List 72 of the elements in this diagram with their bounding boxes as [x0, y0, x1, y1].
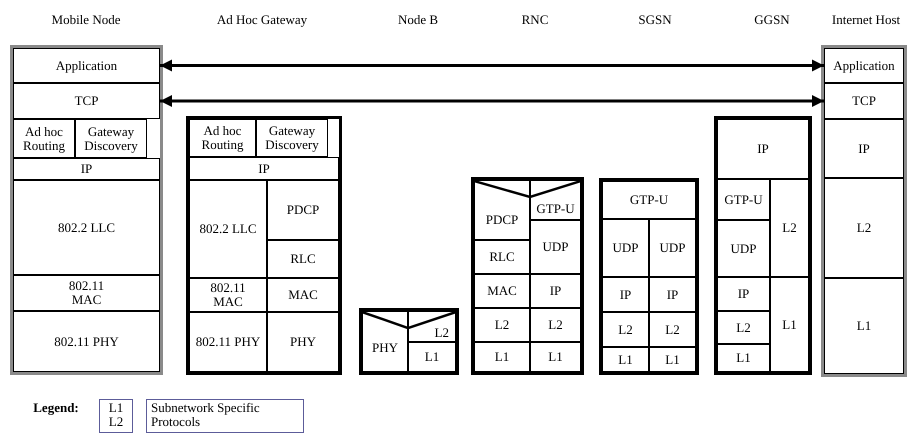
- column-heading: RNC: [522, 12, 548, 28]
- protocol-layer: UDP: [649, 219, 696, 277]
- protocol-layer: TCP: [824, 83, 904, 119]
- protocol-layer: IP: [717, 277, 770, 311]
- column-heading: Node B: [398, 12, 438, 28]
- protocol-layer: IP: [530, 274, 581, 308]
- protocol-layer: UDP: [717, 220, 770, 277]
- protocol-layer: L1: [474, 342, 530, 372]
- protocol-layer: IP: [13, 158, 160, 180]
- protocol-layer: GTP-U: [602, 181, 696, 219]
- protocol-stack-frame: [821, 45, 907, 377]
- column-heading: SGSN: [638, 12, 672, 28]
- protocol-layer: L2: [649, 312, 696, 347]
- protocol-layer: UDP: [602, 219, 649, 277]
- protocol-layer: L1: [649, 347, 696, 372]
- double-arrow: [160, 60, 824, 72]
- protocol-layer: RLC: [267, 240, 339, 278]
- protocol-layer: L2: [602, 312, 649, 347]
- protocol-layer: GTP-U: [717, 179, 770, 220]
- protocol-layer: GTP-U: [530, 180, 581, 220]
- protocol-layer: Ad hoc Routing: [189, 119, 256, 157]
- protocol-stack-frame: [359, 308, 459, 375]
- protocol-layer: L1: [602, 347, 649, 372]
- legend-box: Subnetwork Specific Protocols: [146, 399, 304, 433]
- protocol-layer: L1: [717, 344, 770, 372]
- protocol-layer: Application: [13, 48, 160, 83]
- protocol-layer: IP: [602, 277, 649, 312]
- protocol-layer: L2: [824, 178, 904, 278]
- protocol-layer: 802.2 LLC: [13, 180, 160, 275]
- protocol-layer: PDCP: [474, 180, 530, 240]
- protocol-layer: 802.2 LLC: [189, 180, 267, 278]
- protocol-layer: L2: [717, 311, 770, 344]
- protocol-stack-frame: [714, 116, 812, 375]
- legend-box: L1 L2: [99, 399, 133, 433]
- protocol-layer: PHY: [267, 312, 339, 372]
- protocol-layer: IP: [824, 119, 904, 178]
- protocol-layer: 802.11 MAC: [189, 278, 267, 312]
- protocol-layer: 802.11 PHY: [13, 311, 160, 372]
- double-arrow: [160, 95, 824, 107]
- protocol-stack-frame: [186, 116, 342, 375]
- protocol-stack-frame: [10, 45, 163, 375]
- protocol-stack-frame: [471, 177, 584, 375]
- protocol-layer: RLC: [474, 240, 530, 274]
- protocol-layer: L2: [474, 308, 530, 342]
- protocol-layer: L2: [770, 179, 809, 277]
- legend-title: Legend:: [33, 400, 79, 416]
- protocol-stack-frame: [599, 178, 699, 375]
- protocol-layer: Ad hoc Routing: [13, 119, 75, 158]
- protocol-layer: IP: [649, 277, 696, 312]
- protocol-layer: L1: [408, 342, 456, 372]
- protocol-layer: PDCP: [267, 180, 339, 240]
- protocol-layer: L2: [408, 311, 456, 342]
- protocol-layer: L1: [824, 278, 904, 374]
- protocol-layer: Application: [824, 48, 904, 83]
- protocol-layer: L1: [530, 342, 581, 372]
- column-heading: Internet Host: [832, 12, 900, 28]
- protocol-layer: Gateway Discovery: [256, 119, 328, 157]
- column-heading: GGSN: [754, 12, 790, 28]
- protocol-layer: UDP: [530, 220, 581, 274]
- protocol-layer: L1: [770, 277, 809, 372]
- column-heading: Ad Hoc Gateway: [216, 12, 308, 28]
- column-heading: Mobile Node: [52, 12, 120, 28]
- protocol-layer: PHY: [362, 311, 408, 372]
- protocol-layer: IP: [717, 119, 809, 179]
- protocol-layer: Gateway Discovery: [75, 119, 147, 158]
- protocol-layer: IP: [189, 157, 339, 180]
- protocol-layer: MAC: [474, 274, 530, 308]
- protocol-layer: 802.11 MAC: [13, 275, 160, 311]
- protocol-layer: 802.11 PHY: [189, 312, 267, 372]
- protocol-layer: L2: [530, 308, 581, 342]
- protocol-layer: MAC: [267, 278, 339, 312]
- protocol-layer: TCP: [13, 83, 160, 119]
